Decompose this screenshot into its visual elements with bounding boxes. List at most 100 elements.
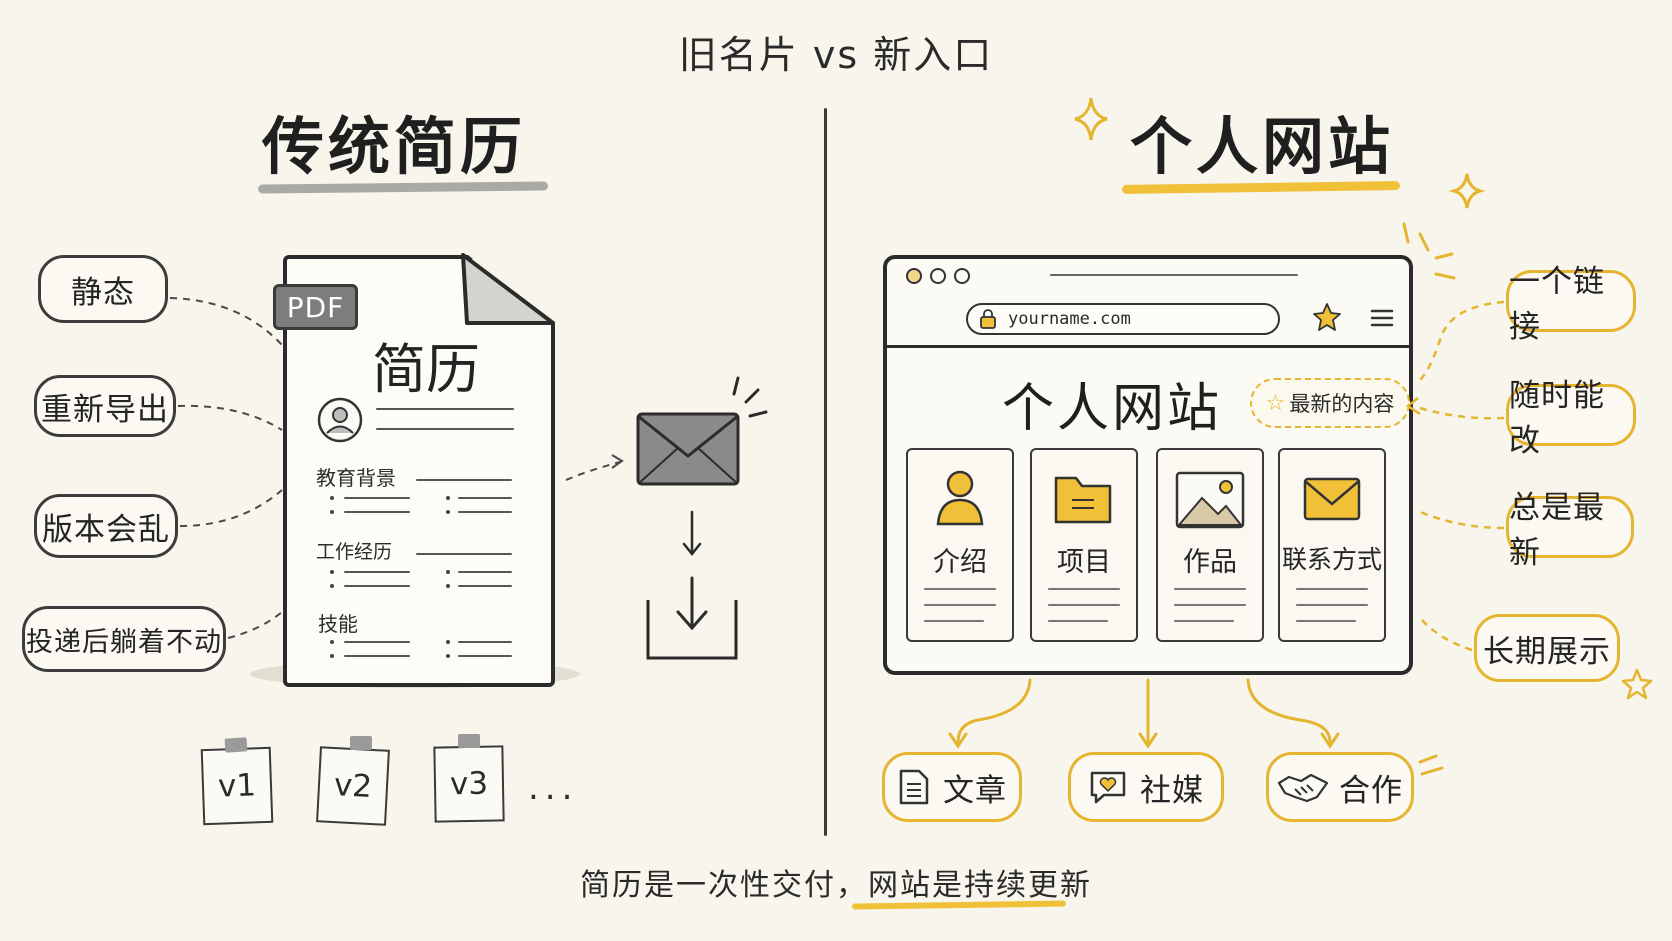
card-line (1296, 588, 1368, 590)
card-line (1048, 620, 1108, 622)
bottom-caption: 简历是一次性交付，网站是持续更新 (580, 868, 1092, 903)
bullet (330, 496, 334, 500)
tab-line (1050, 274, 1298, 276)
tag-long-term-display: 长期展示 (1474, 614, 1620, 682)
star-icon[interactable] (1312, 302, 1342, 332)
output-collab-label: 合作 (1339, 772, 1403, 809)
doc-line (376, 408, 514, 410)
bullet (446, 584, 450, 588)
bullet (330, 510, 334, 514)
bullet (330, 654, 334, 658)
card-line (924, 620, 984, 622)
output-articles: 文章 (882, 752, 1022, 822)
doc-line (344, 655, 410, 657)
bullet (330, 570, 334, 574)
menu-icon[interactable] (1370, 308, 1394, 328)
browser-toolbar-divider (887, 345, 1409, 348)
doc-line (344, 497, 410, 499)
avatar-icon (317, 397, 363, 443)
doc-line (416, 553, 512, 555)
ellipsis: ... (528, 768, 579, 808)
badge-label: 最新的内容 (1289, 392, 1395, 416)
download-icon (646, 510, 738, 660)
tag-static: 静态 (38, 255, 168, 323)
doc-line (458, 497, 512, 499)
card-line (1174, 620, 1234, 622)
site-title: 个人网站 (1002, 379, 1223, 439)
output-articles-label: 文章 (943, 772, 1007, 809)
doc-line (344, 585, 410, 587)
card-contact-label: 联系方式 (1281, 545, 1382, 574)
bullet (446, 654, 450, 658)
bullet (446, 570, 450, 574)
page-title: 旧名片 vs 新入口 (678, 33, 994, 77)
output-social: 社媒 (1068, 752, 1224, 822)
bullet (446, 640, 450, 644)
bullet (446, 510, 450, 514)
doc-line (458, 655, 512, 657)
card-line (1174, 588, 1246, 590)
folder-icon (1054, 476, 1112, 524)
doc-title: 简历 (372, 338, 480, 401)
card-line (1296, 604, 1368, 606)
person-icon (936, 470, 984, 526)
right-heading: 个人网站 (1130, 110, 1395, 183)
output-collaboration: 合作 (1266, 752, 1414, 822)
output-social-label: 社媒 (1140, 772, 1204, 809)
doc-line (376, 428, 514, 430)
window-dot-icon[interactable] (906, 268, 922, 284)
tag-version-mess: 版本会乱 (34, 494, 178, 558)
highlight-rays (1402, 222, 1456, 280)
section-education: 教育背景 (316, 466, 396, 490)
card-line (924, 604, 996, 606)
bullet (446, 496, 450, 500)
bullet (330, 584, 334, 588)
doc-line (416, 479, 512, 481)
chat-heart-icon (1090, 771, 1126, 804)
card-line (1174, 604, 1246, 606)
doc-line (458, 571, 512, 573)
section-work: 工作经历 (316, 541, 393, 563)
tag-submitted-idle: 投递后躺着不动 (22, 606, 226, 672)
card-intro-label: 介绍 (933, 547, 987, 578)
star-icon: ☆ (1265, 390, 1286, 416)
card-line (924, 588, 996, 590)
sparkle-icon (1448, 173, 1486, 209)
tag-re-export: 重新导出 (34, 375, 176, 437)
doc-fold (461, 253, 555, 325)
doc-line (458, 585, 512, 587)
address-bar[interactable]: yourname.com (966, 303, 1280, 335)
tape (350, 736, 372, 750)
left-heading: 传统简历 (262, 110, 527, 183)
pdf-tag: PDF (273, 284, 358, 330)
doc-line (344, 571, 410, 573)
star-icon (1621, 668, 1653, 700)
doc-line (458, 641, 512, 643)
latest-content-badge: ☆ 最新的内容 (1250, 378, 1410, 428)
handshake-icon (1277, 773, 1329, 803)
doc-line (344, 511, 410, 513)
mail-icon (1303, 477, 1361, 521)
card-line (1296, 620, 1356, 622)
document-icon (899, 769, 929, 805)
envelope-icon (636, 376, 768, 486)
doc-line (344, 641, 410, 643)
doc-line (458, 511, 512, 513)
image-icon (1175, 471, 1245, 529)
card-works-label: 作品 (1183, 547, 1237, 578)
card-line (1048, 604, 1120, 606)
card-projects-label: 项目 (1057, 547, 1111, 578)
bullet (330, 640, 334, 644)
tape (458, 734, 480, 748)
section-skills: 技能 (318, 612, 358, 636)
url-text: yourname.com (1008, 309, 1131, 329)
card-line (1048, 588, 1120, 590)
lock-icon (980, 309, 996, 329)
sparkle-icon (1074, 97, 1108, 141)
window-dot-icon[interactable] (930, 268, 946, 284)
window-dot-icon[interactable] (954, 268, 970, 284)
center-divider (824, 108, 827, 836)
card-projects[interactable] (1030, 448, 1138, 642)
